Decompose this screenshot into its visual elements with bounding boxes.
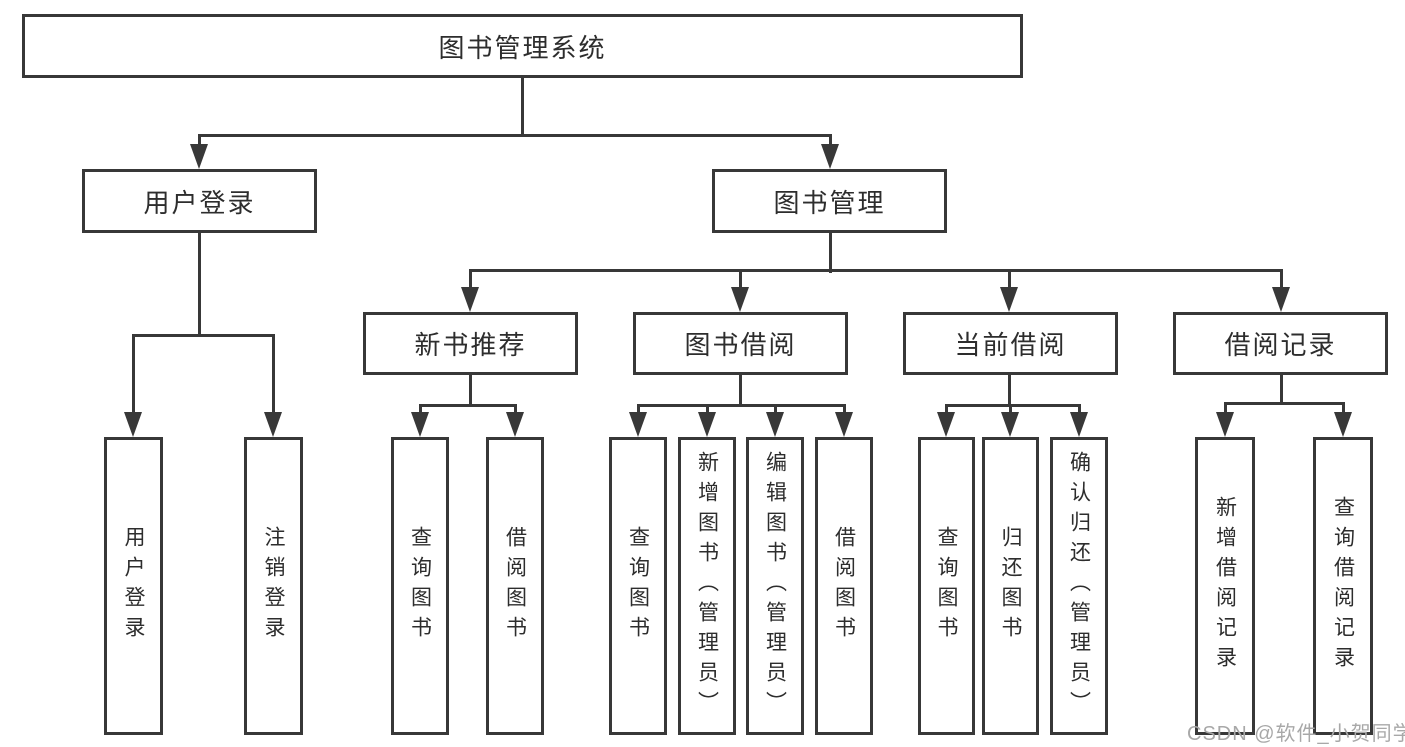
edge-books-stem xyxy=(829,233,832,273)
leaf-current-confirm-return-admin-label: 确认归还（管理员） xyxy=(1067,451,1091,721)
edge-drop-books xyxy=(829,134,832,148)
node-user-login-label: 用户登录 xyxy=(143,187,256,218)
leaf-borrow-borrow-books-label: 借阅图书 xyxy=(832,526,856,646)
arrowhead-down xyxy=(1216,412,1234,437)
arrowhead-down xyxy=(821,144,839,169)
edge-records-branch xyxy=(1224,402,1344,405)
edge-drop-login-child1 xyxy=(132,334,135,414)
leaf-borrow-edit-books-admin: 编辑图书（管理员） xyxy=(746,437,804,735)
edge-drop-records xyxy=(1280,269,1283,291)
edge-drop-records-child1 xyxy=(1224,402,1227,414)
node-book-management: 图书管理 xyxy=(712,169,947,233)
arrowhead-down xyxy=(766,412,784,437)
edge-drop-login-child2 xyxy=(272,334,275,414)
edge-current-stem xyxy=(1008,375,1011,406)
node-current-borrow-label: 当前借阅 xyxy=(954,330,1067,360)
edge-recommend-branch xyxy=(419,404,517,407)
arrowhead-down xyxy=(835,412,853,437)
leaf-records-add-record-label: 新增借阅记录 xyxy=(1213,496,1237,676)
leaf-recommend-borrow-books: 借阅图书 xyxy=(486,437,544,735)
edge-recommend-stem xyxy=(469,375,472,406)
leaf-borrow-query-books-label: 查询图书 xyxy=(626,526,650,646)
arrowhead-down xyxy=(506,412,524,437)
edge-login-branch xyxy=(132,334,275,337)
node-borrow-records-label: 借阅记录 xyxy=(1224,330,1337,360)
edge-login-stem xyxy=(198,233,201,337)
leaf-borrow-edit-books-admin-label: 编辑图书（管理员） xyxy=(763,451,787,721)
node-book-borrow-label: 图书借阅 xyxy=(684,330,797,360)
node-root: 图书管理系统 xyxy=(22,14,1023,78)
edge-drop-recommend-child2 xyxy=(514,404,517,414)
node-current-borrow: 当前借阅 xyxy=(903,312,1118,375)
leaf-current-return-books: 归还图书 xyxy=(982,437,1039,735)
csdn-watermark: CSDN @软件_小贺同学 xyxy=(1187,723,1405,745)
edge-drop-records-child2 xyxy=(1342,402,1345,414)
leaf-current-return-books-label: 归还图书 xyxy=(999,526,1022,646)
arrowhead-down xyxy=(629,412,647,437)
edge-drop-current-child3 xyxy=(1078,404,1081,414)
node-new-book-recommend-label: 新书推荐 xyxy=(414,330,527,360)
arrowhead-down xyxy=(461,287,479,312)
leaf-current-query-books: 查询图书 xyxy=(918,437,975,735)
edge-records-stem xyxy=(1280,375,1283,404)
edge-drop-recommend xyxy=(469,269,472,291)
arrowhead-down xyxy=(1272,287,1290,312)
arrowhead-down xyxy=(124,412,142,437)
node-book-borrow: 图书借阅 xyxy=(633,312,848,375)
leaf-borrow-borrow-books: 借阅图书 xyxy=(815,437,873,735)
edge-current-branch xyxy=(945,404,1080,407)
leaf-current-confirm-return-admin: 确认归还（管理员） xyxy=(1050,437,1108,735)
node-borrow-records: 借阅记录 xyxy=(1173,312,1388,375)
node-root-label: 图书管理系统 xyxy=(438,32,607,63)
edge-drop-current xyxy=(1008,269,1011,291)
arrowhead-down xyxy=(937,412,955,437)
arrowhead-down xyxy=(264,412,282,437)
leaf-borrow-add-books-admin-label: 新增图书（管理员） xyxy=(695,451,719,721)
node-book-management-label: 图书管理 xyxy=(773,187,886,218)
leaf-user-login: 用户登录 xyxy=(104,437,163,735)
edge-drop-borrow-child3 xyxy=(774,404,777,414)
edge-books-branch xyxy=(469,269,1283,272)
edge-root-branch xyxy=(198,134,832,137)
node-user-login: 用户登录 xyxy=(82,169,317,233)
leaf-user-login-label: 用户登录 xyxy=(122,526,145,646)
leaf-recommend-query-books-label: 查询图书 xyxy=(408,526,432,646)
edge-drop-current-child1 xyxy=(945,404,948,414)
leaf-records-query-record: 查询借阅记录 xyxy=(1313,437,1373,735)
arrowhead-down xyxy=(1000,287,1018,312)
edge-borrow-branch xyxy=(637,404,845,407)
arrowhead-down xyxy=(1334,412,1352,437)
arrowhead-down xyxy=(1001,412,1019,437)
edge-drop-current-child2 xyxy=(1009,404,1012,414)
arrowhead-down xyxy=(411,412,429,437)
edge-borrow-stem xyxy=(739,375,742,406)
edge-drop-borrow-child2 xyxy=(706,404,709,414)
arrowhead-down xyxy=(698,412,716,437)
arrowhead-down xyxy=(1070,412,1088,437)
edge-drop-borrow-child4 xyxy=(843,404,846,414)
edge-root-stem xyxy=(521,76,524,136)
edge-drop-borrow-child1 xyxy=(637,404,640,414)
arrowhead-down xyxy=(731,287,749,312)
leaf-borrow-add-books-admin: 新增图书（管理员） xyxy=(678,437,736,735)
leaf-logout: 注销登录 xyxy=(244,437,303,735)
leaf-borrow-query-books: 查询图书 xyxy=(609,437,667,735)
edge-drop-borrow xyxy=(739,269,742,291)
edge-drop-login xyxy=(198,134,201,148)
leaf-records-add-record: 新增借阅记录 xyxy=(1195,437,1255,735)
leaf-records-query-record-label: 查询借阅记录 xyxy=(1331,496,1355,676)
leaf-logout-label: 注销登录 xyxy=(262,526,285,646)
edge-drop-recommend-child1 xyxy=(419,404,422,414)
arrowhead-down xyxy=(190,144,208,169)
leaf-recommend-query-books: 查询图书 xyxy=(391,437,449,735)
leaf-current-query-books-label: 查询图书 xyxy=(935,526,958,646)
node-new-book-recommend: 新书推荐 xyxy=(363,312,578,375)
leaf-recommend-borrow-books-label: 借阅图书 xyxy=(503,526,527,646)
